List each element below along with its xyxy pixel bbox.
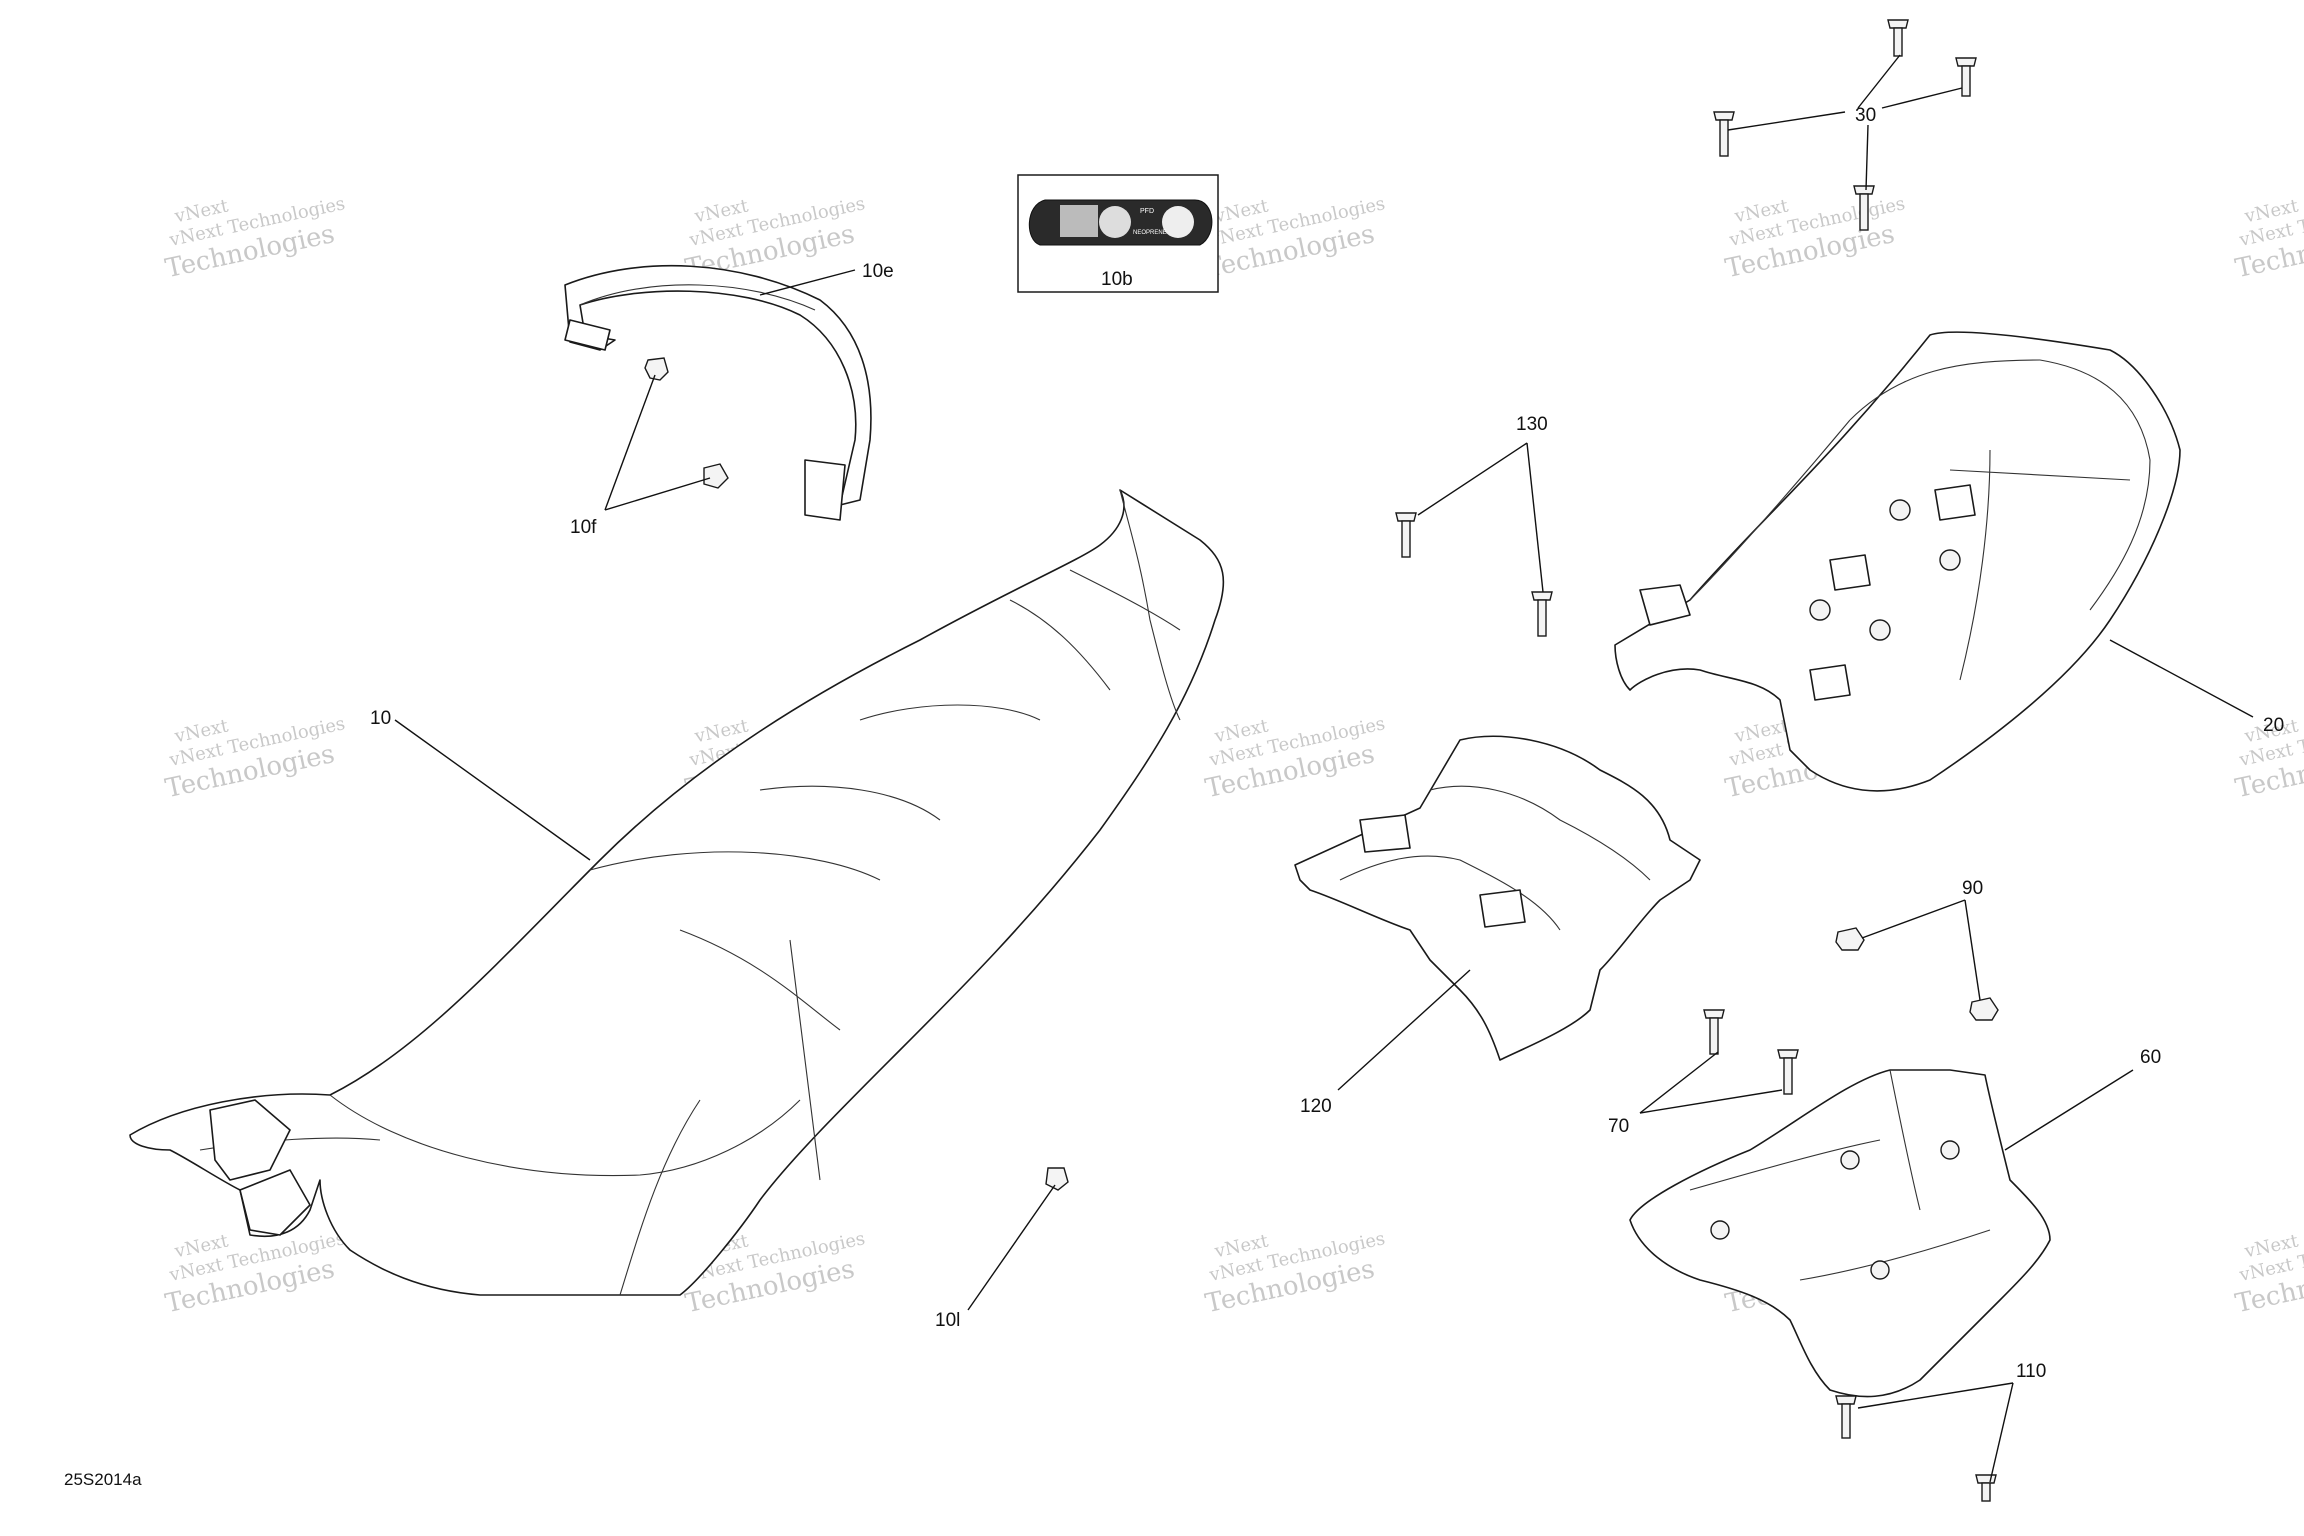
seat-part-10[interactable] (129, 489, 1225, 1296)
callout-120: 120 (1300, 1096, 1332, 1117)
bolts-part-30[interactable] (1713, 19, 1977, 231)
bolt (1703, 1009, 1725, 1055)
callout-110: 110 (2016, 1361, 2046, 1382)
callout-30: 30 (1855, 105, 1876, 126)
diagram-id: 25S2014a (64, 1470, 142, 1489)
bolt (1531, 591, 1553, 637)
callout-60: 60 (2140, 1047, 2161, 1068)
callout-20: 20 (2263, 715, 2284, 736)
bolt (1395, 512, 1417, 558)
callout-10e: 10e (862, 261, 894, 282)
callout-90: 90 (1962, 878, 1983, 899)
decal-pfd-label: PFD (1140, 208, 1154, 215)
decal-part-10b[interactable]: PFD NEOPRENE (1017, 174, 1219, 293)
callout-130: 130 (1516, 414, 1548, 435)
callout-10f: 10f (570, 517, 597, 538)
decal-neoprene-label: NEOPRENE (1133, 230, 1167, 236)
bolt (1955, 57, 1977, 97)
callout-10l: 10l (935, 1310, 960, 1331)
rack-part-20[interactable] (1614, 331, 2181, 792)
bolt (1853, 185, 1875, 231)
bolt (1777, 1049, 1799, 1095)
screws-part-110[interactable] (1835, 1395, 1997, 1502)
cover-part-60[interactable] (1629, 1069, 2051, 1398)
bolts-part-70[interactable] (1703, 1009, 1799, 1095)
nuts-part-90[interactable] (1835, 927, 1999, 1021)
callout-70: 70 (1608, 1116, 1629, 1137)
screw (1975, 1474, 1997, 1502)
callout-10b: 10b (1101, 269, 1133, 290)
screw (1835, 1395, 1857, 1439)
clip-part-10l[interactable] (1045, 1167, 1069, 1191)
bolts-part-130[interactable] (1395, 512, 1553, 637)
bolt (1713, 111, 1735, 157)
strap-part-10e[interactable] (564, 264, 872, 521)
bracket-part-120[interactable] (1294, 735, 1701, 1061)
callouts: 10 10b 10e 10f 10l 20 30 60 70 90 110 12… (370, 105, 2284, 1382)
clip-part-10f[interactable] (644, 357, 729, 489)
bolt (1887, 19, 1909, 57)
callout-10: 10 (370, 708, 391, 729)
leader-lines (394, 54, 2254, 1483)
